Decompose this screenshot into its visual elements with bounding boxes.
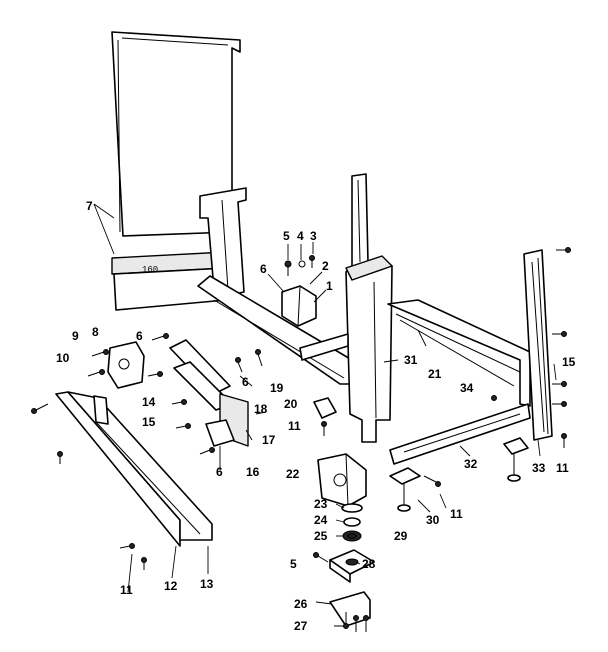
screw [147,371,163,377]
screw [561,433,567,448]
callout-2: 2 [322,259,329,273]
callout-11: 11 [450,507,463,521]
callout-10: 10 [56,351,70,365]
screw [552,401,567,407]
callout-16: 16 [246,465,260,479]
callout-32: 32 [464,457,478,471]
callout-6: 6 [216,465,223,479]
callout-33: 33 [532,461,546,475]
screw [491,395,497,401]
screw [31,403,49,414]
callout-18: 18 [254,402,268,416]
part-23-25-washers [341,503,363,542]
screw [119,543,135,549]
screw [556,247,571,253]
part-16-clip [205,419,235,447]
screw [309,255,315,268]
callout-11: 11 [120,583,133,597]
screw [141,557,147,570]
screw [171,399,187,405]
callout-28: 28 [362,557,376,571]
screws [31,247,571,632]
part-14-18-brackets [169,339,249,447]
callout-7: 7 [86,199,93,213]
part-28-mount [329,549,375,583]
callout-31: 31 [404,353,418,367]
callout-15: 15 [142,415,156,429]
screw [353,615,359,632]
screw [552,381,567,387]
callout-6: 6 [260,262,267,276]
panel-stamp-text: 160 [142,265,158,275]
callout-15: 15 [562,355,576,369]
part-29-30-foot [389,437,529,512]
part-22-valve-assembly [317,453,367,507]
screw [334,623,349,629]
screw [199,447,215,455]
callout-6: 6 [242,375,249,389]
callout-23: 23 [314,497,328,511]
callout-8: 8 [92,325,99,339]
callout-22: 22 [286,467,300,481]
callout-1: 1 [326,279,333,293]
callout-5: 5 [283,229,290,243]
screw [423,475,441,487]
callout-34: 34 [460,381,474,395]
callout-24: 24 [314,513,328,527]
part-20-block [313,397,337,419]
callout-27: 27 [294,619,308,633]
callout-11: 11 [288,419,301,433]
part-32-base-rail [389,403,531,465]
part-31-frame [197,173,393,443]
part-33-vertical-rail [523,249,553,441]
part-26-plate [329,591,371,627]
screw [175,423,191,429]
callout-21: 21 [428,367,442,381]
callout-9: 9 [72,329,79,343]
callout-3: 3 [310,229,317,243]
callout-20: 20 [284,397,298,411]
screw [552,331,567,337]
callout-14: 14 [142,395,156,409]
callouts: 7 5 4 3 6 2 1 9 8 6 10 14 15 6 19 18 17 … [56,199,576,633]
callout-5: 5 [290,557,297,571]
callout-12: 12 [164,579,178,593]
part-12-13-angle [55,391,213,547]
screw [298,260,306,268]
callout-30: 30 [426,513,440,527]
part-8-valve [107,341,145,389]
callout-26: 26 [294,597,308,611]
screw [151,333,169,341]
callout-17: 17 [262,433,276,447]
callout-6: 6 [136,329,143,343]
screw [235,357,243,373]
callout-13: 13 [200,577,214,591]
screw [313,552,329,563]
callout-11: 11 [556,461,569,475]
screw [91,349,109,357]
callout-29: 29 [394,529,408,543]
screw [284,260,292,276]
screw [363,615,369,632]
callout-4: 4 [297,229,304,243]
leader-lines [93,203,557,605]
screw [57,451,63,464]
screw [87,369,105,377]
callout-25: 25 [314,529,328,543]
part-1-bracket [281,285,317,327]
screw [255,349,263,367]
callout-19: 19 [270,381,284,395]
screw [321,421,327,436]
